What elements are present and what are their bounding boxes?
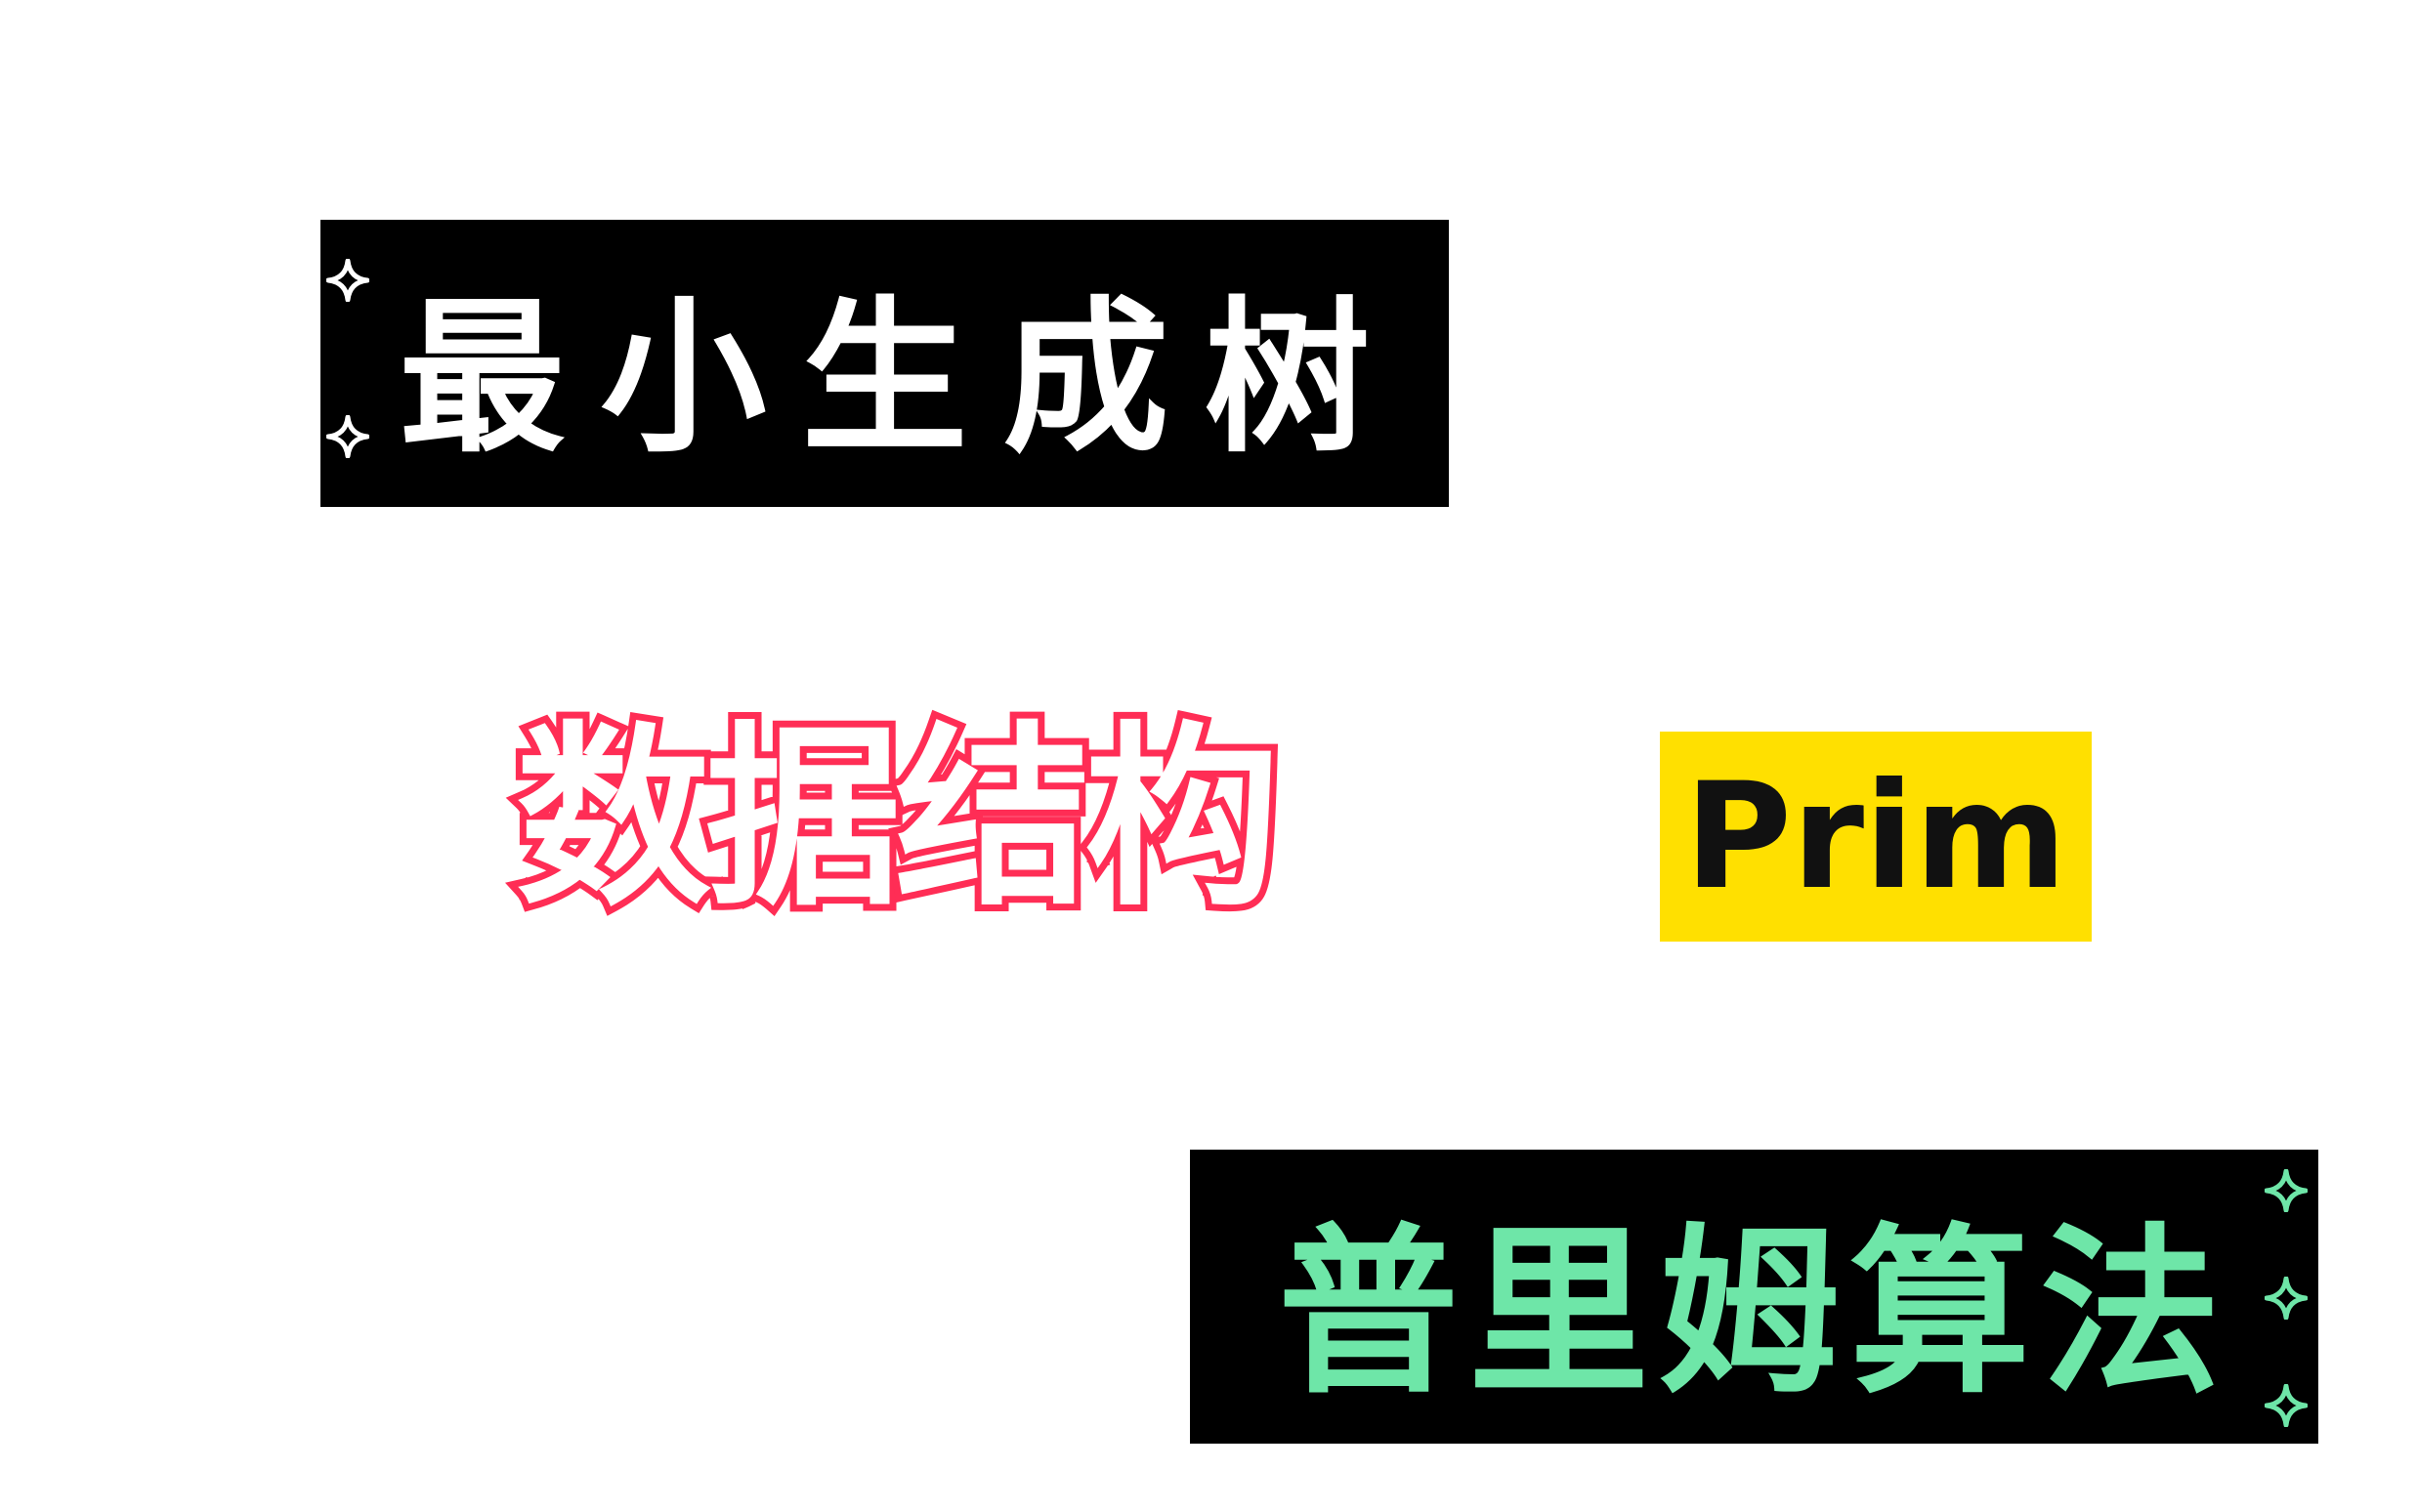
sparkle-icon [326,259,369,302]
algorithm-banner: 普里姆算法 [1190,1150,2318,1444]
sparkle-icon [2265,1169,2308,1212]
algorithm-text: 普里姆算法 [1278,1206,2230,1418]
subject-text: 数据结构 [509,698,1287,940]
prim-badge: Prim [1660,732,2092,942]
sparkle-icon [2265,1384,2308,1427]
sparkle-icon [2265,1277,2308,1320]
subject-heading: 数据结构 [465,684,1325,940]
badge-text: Prim [1684,751,2067,922]
title-text: 最小生成树 [399,282,1406,476]
title-banner: 最小生成树 [320,220,1449,507]
sparkle-icon [326,415,369,458]
